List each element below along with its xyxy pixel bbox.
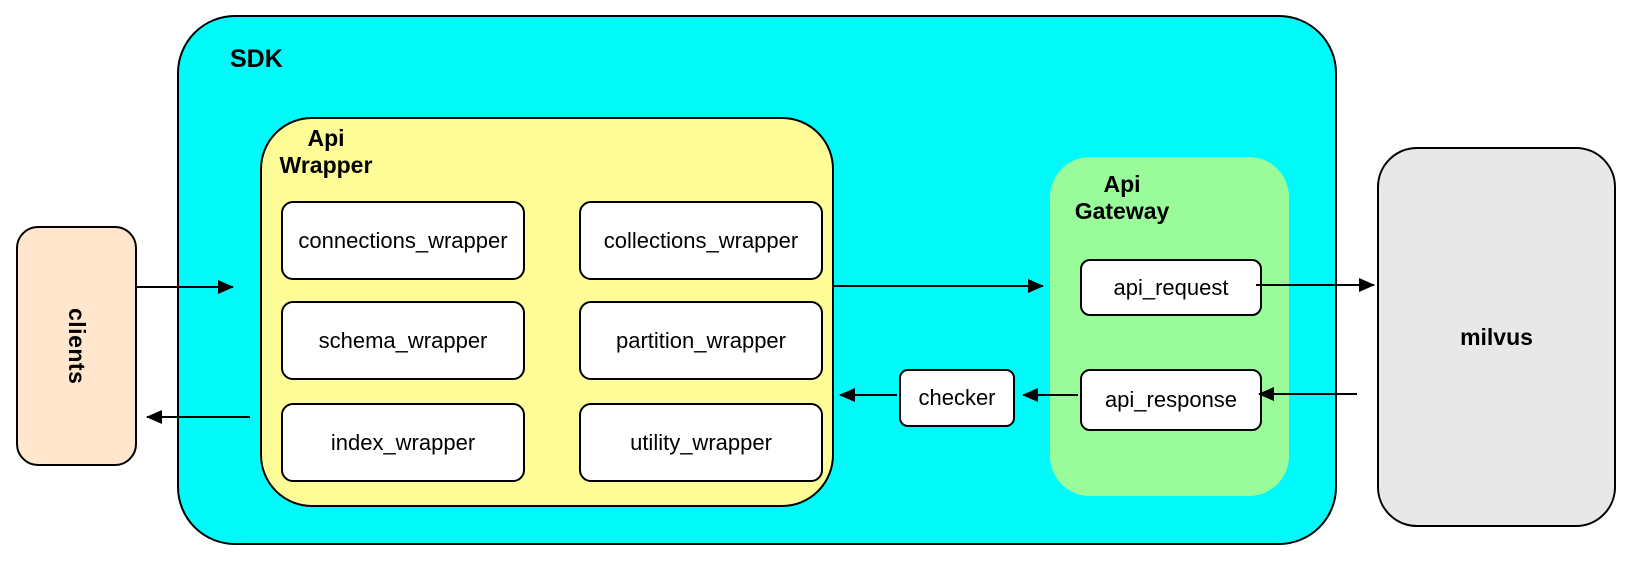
api-gateway-title-line2: Gateway — [1074, 198, 1170, 224]
collections-wrapper-box: collections_wrapper — [579, 201, 823, 280]
schema-wrapper-box: schema_wrapper — [281, 301, 525, 380]
sdk-container: SDK Api Wrapper connections_wrapper coll… — [177, 15, 1337, 545]
collections-wrapper-label: collections_wrapper — [603, 227, 799, 253]
milvus-label: milvus — [1460, 323, 1533, 350]
schema-wrapper-label: schema_wrapper — [318, 327, 488, 353]
api-request-label: api_request — [1113, 274, 1229, 300]
api-response-label: api_response — [1104, 387, 1238, 412]
utility-wrapper-box: utility_wrapper — [579, 403, 823, 482]
api-wrapper-title: Api Wrapper — [276, 125, 376, 179]
milvus-box: milvus — [1377, 147, 1616, 527]
clients-box: clients — [16, 226, 137, 466]
utility-wrapper-label: utility_wrapper — [630, 429, 772, 455]
api-wrapper-title-line2: Wrapper — [279, 152, 373, 178]
api-gateway-title: Api Gateway — [1074, 171, 1170, 225]
api-wrapper-group: Api Wrapper connections_wrapper collecti… — [260, 117, 834, 507]
api-wrapper-title-line1: Api — [307, 125, 345, 151]
api-request-box: api_request — [1080, 259, 1262, 316]
connections-wrapper-label: connections_wrapper — [298, 227, 508, 253]
index-wrapper-box: index_wrapper — [281, 403, 525, 482]
api-gateway-group: Api Gateway api_request api_response — [1050, 157, 1289, 496]
connections-wrapper-box: connections_wrapper — [281, 201, 525, 280]
api-gateway-title-line1: Api — [1103, 171, 1141, 197]
partition-wrapper-box: partition_wrapper — [579, 301, 823, 380]
sdk-title: SDK — [230, 45, 283, 73]
checker-box: checker — [899, 369, 1015, 427]
api-response-box: api_response — [1080, 369, 1262, 431]
partition-wrapper-label: partition_wrapper — [616, 327, 786, 353]
index-wrapper-label: index_wrapper — [330, 429, 476, 455]
checker-label: checker — [918, 385, 996, 410]
clients-label: clients — [64, 307, 90, 385]
